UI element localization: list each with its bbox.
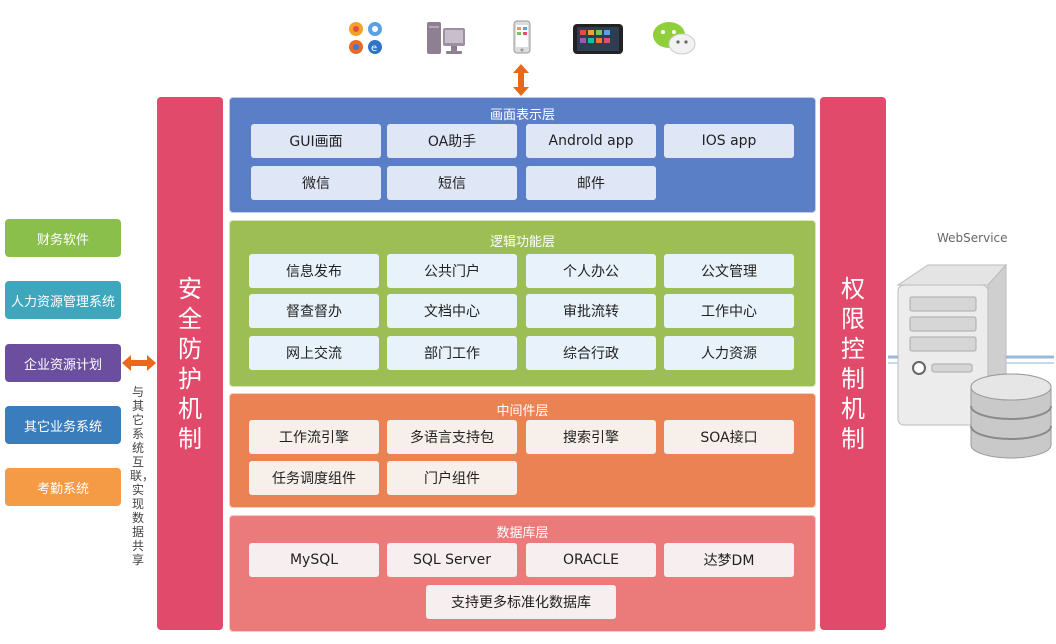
middleware-layer-title: 中间件层 (496, 404, 549, 419)
security-mechanism-label: 安全防护机制 (178, 274, 202, 453)
logic-layer: 逻辑功能层 信息发布 公共门户 个人办公 公文管理 督查督办 文档中心 审批流转… (229, 220, 816, 387)
presentation-layer: 画面表示层 GUI画面 OA助手 Androld app IOS app 微信 … (229, 97, 816, 213)
layer-item: 公共门户 (387, 254, 517, 288)
layer-item: 督查督办 (249, 294, 379, 328)
desktop-pc-icon (424, 18, 468, 58)
svg-text:e: e (371, 43, 377, 54)
tablet-icon (571, 18, 625, 58)
wechat-icon (650, 18, 698, 58)
layer-item: 多语言支持包 (387, 420, 517, 454)
layer-item: OA助手 (387, 124, 517, 158)
layer-item: 工作流引擎 (249, 420, 379, 454)
layer-item: 微信 (251, 166, 381, 200)
layer-item: 综合行政 (526, 336, 656, 370)
layer-item: GUI画面 (251, 124, 381, 158)
layer-item: 个人办公 (526, 254, 656, 288)
database-layer-title: 数据库层 (496, 526, 549, 541)
layer-item: 达梦DM (664, 543, 794, 577)
double-arrow-icon (513, 64, 529, 96)
layer-item: 支持更多标准化数据库 (426, 585, 616, 619)
external-system-finance: 财务软件 (5, 219, 121, 257)
permission-control-label: 权限控制机制 (841, 274, 865, 453)
server-database-icon (888, 263, 1054, 459)
layer-item: 任务调度组件 (249, 461, 379, 495)
layer-item: 邮件 (526, 166, 656, 200)
permission-control-panel: 权限控制机制 (820, 97, 886, 630)
security-mechanism-panel: 安全防护机制 (157, 97, 223, 630)
layer-item: 短信 (387, 166, 517, 200)
layer-item: 信息发布 (249, 254, 379, 288)
presentation-layer-title: 画面表示层 (489, 108, 555, 123)
middleware-layer: 中间件层 工作流引擎 多语言支持包 搜索引擎 SOA接口 任务调度组件 门户组件 (229, 393, 816, 508)
database-layer: 数据库层 MySQL SQL Server ORACLE 达梦DM 支持更多标准… (229, 515, 816, 632)
mobile-phone-icon (510, 18, 534, 58)
layer-item: 审批流转 (526, 294, 656, 328)
layer-item: 搜索引擎 (526, 420, 656, 454)
layer-item: SOA接口 (664, 420, 794, 454)
layer-item: 公文管理 (664, 254, 794, 288)
layer-item: 门户组件 (387, 461, 517, 495)
external-system-erp: 企业资源计划 (5, 344, 121, 382)
logic-layer-title: 逻辑功能层 (489, 235, 555, 250)
webservice-label: WebService (937, 231, 1008, 245)
external-system-hr: 人力资源管理系统 (5, 281, 121, 319)
browsers-icon: e (345, 18, 387, 58)
double-arrow-icon (122, 355, 156, 371)
layer-item: IOS app (664, 124, 794, 158)
layer-item: 网上交流 (249, 336, 379, 370)
layer-item: ORACLE (526, 543, 656, 577)
integration-note: 与其它系统互联，实现数据共享 (130, 385, 155, 567)
layer-item: 部门工作 (387, 336, 517, 370)
external-system-other: 其它业务系统 (5, 406, 121, 444)
layer-item: 文档中心 (387, 294, 517, 328)
layer-item: MySQL (249, 543, 379, 577)
external-system-attendance: 考勤系统 (5, 468, 121, 506)
layer-item: 人力资源 (664, 336, 794, 370)
layer-item: Androld app (526, 124, 656, 158)
layer-item: SQL Server (387, 543, 517, 577)
layer-item: 工作中心 (664, 294, 794, 328)
